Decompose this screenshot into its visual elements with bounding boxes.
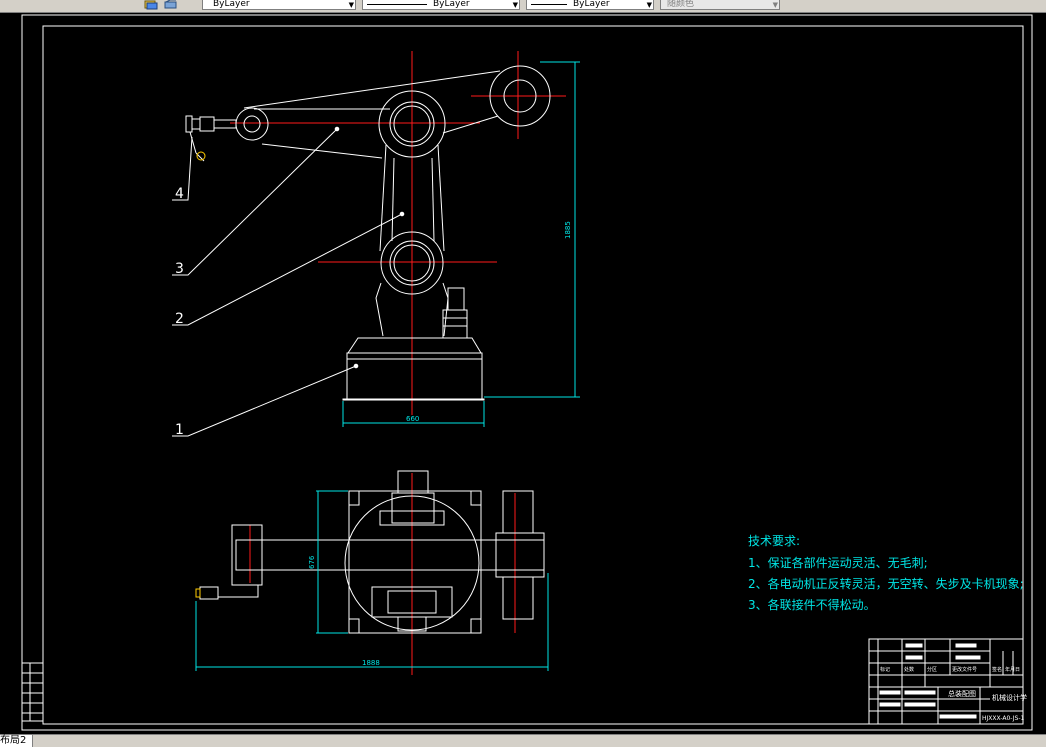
cad-drawing[interactable]: 1 2 3 4 1885 660 (0, 13, 1046, 733)
layer-previous-icon[interactable] (164, 0, 178, 10)
plotstyle-control-value: 随颜色 (667, 0, 695, 9)
chevron-down-icon[interactable]: ▼ (646, 1, 652, 9)
title-block-label-5: 年月日 (1005, 666, 1020, 673)
title-block-label-0: 标记 (880, 666, 890, 673)
title-block-company: 机械设计学 (992, 693, 1027, 702)
callout-2: 2 (175, 311, 184, 327)
revision-strip (21, 662, 44, 722)
elbow-joint-outer (380, 231, 444, 295)
dimensions-side (342, 61, 580, 427)
leader-4 (172, 136, 193, 201)
properties-toolbar: ByLayer ▼ ByLayer ▼ ByLayer ▼ 随颜色 ▼ (0, 0, 1046, 13)
plotstyle-control[interactable]: 随颜色 ▼ (660, 0, 780, 10)
linetype-preview (367, 4, 427, 5)
callout-3: 3 (175, 261, 184, 277)
title-block-label-1: 处数 (904, 666, 914, 673)
chevron-down-icon[interactable]: ▼ (348, 1, 354, 9)
gripper (185, 115, 237, 162)
leader-1 (172, 365, 357, 437)
chevron-down-icon[interactable]: ▼ (512, 1, 518, 9)
layer-tools (140, 0, 190, 11)
title-block (868, 638, 1024, 725)
side-view (172, 51, 580, 437)
rear-joint-outer (489, 65, 551, 127)
title-block-label-2: 分区 (927, 666, 937, 673)
color-control-value: ByLayer (213, 0, 250, 9)
tech-note-1: 1、保证各部件运动灵活、无毛刺; (748, 556, 928, 570)
color-control[interactable]: ByLayer ▼ (202, 0, 356, 10)
dim-width-text: 1888 (362, 659, 380, 667)
dim-vertical-text: 676 (308, 555, 316, 569)
top-view (195, 470, 549, 675)
linetype-control[interactable]: ByLayer ▼ (362, 0, 520, 10)
linetype-control-value: ByLayer (433, 0, 470, 9)
rear-joint-inner (503, 79, 537, 113)
tech-note-2: 2、各电动机正反转灵活，无空转、失步及卡机现象; (748, 577, 1024, 591)
drawing-canvas[interactable]: 1 2 3 4 1885 660 (0, 13, 1046, 733)
chevron-down-icon[interactable]: ▼ (772, 1, 778, 9)
dim-height-text: 1885 (564, 221, 572, 239)
title-block-label-3: 更改文件号 (952, 666, 977, 673)
sheet-outer-frame (21, 14, 1033, 731)
dimensions-top (195, 490, 549, 671)
lineweight-preview (531, 4, 567, 5)
tab-layout2[interactable]: 布局2 (0, 735, 34, 747)
wrist-joint (235, 107, 269, 141)
tech-note-3: 3、各联接件不得松动。 (748, 598, 876, 612)
layer-state-icon[interactable] (144, 0, 158, 10)
sheet-inner-frame (42, 25, 1024, 725)
layout-tabs-bar: 布局2 (0, 734, 1046, 747)
leader-2 (172, 213, 403, 326)
title-block-part-name: 总装配图 (948, 689, 976, 698)
dim-base-width-text: 660 (406, 415, 419, 423)
lineweight-control[interactable]: ByLayer ▼ (526, 0, 654, 10)
title-block-label-4: 签名 (992, 666, 1002, 673)
leader-3 (172, 128, 338, 276)
tech-requirements-title: 技术要求: (748, 534, 801, 548)
shoulder-joint-outer (378, 90, 446, 158)
lineweight-control-value: ByLayer (573, 0, 610, 9)
callout-1: 1 (175, 422, 184, 438)
title-block-drawing-no: HJXXX-A0-JS-1 (982, 715, 1025, 722)
callout-4: 4 (175, 186, 184, 202)
leader-lines (172, 128, 403, 437)
